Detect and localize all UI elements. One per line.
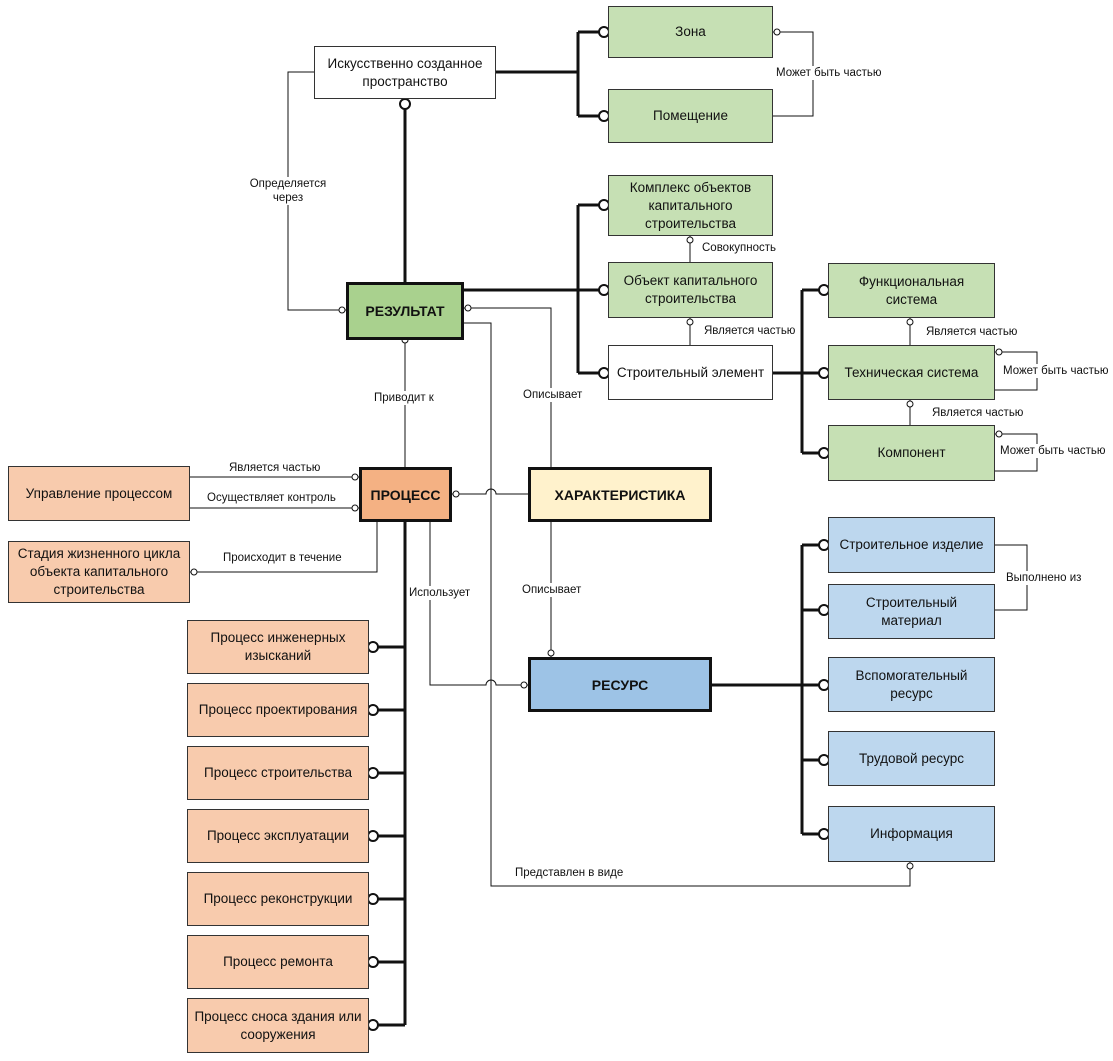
node-kompleks: Комплекс объектов капитального строитель…	[608, 175, 773, 236]
node-trudovoy: Трудовой ресурс	[828, 731, 995, 786]
node-tekh-sistema: Техническая система	[828, 345, 995, 400]
node-iskusstvenno: Искусственно созданное пространство	[314, 46, 496, 99]
label-osushch: Осуществляет контроль	[206, 491, 337, 505]
node-process: ПРОЦЕСС	[359, 467, 452, 522]
label-mozhet-komp: Может быть частью	[999, 444, 1107, 458]
node-funkc-sistema: Функциональная система	[828, 263, 995, 318]
node-resurs: РЕСУРС	[528, 657, 712, 712]
label-ispolzuet: Использует	[408, 586, 472, 600]
label-mozhet-zona: Может быть частью	[775, 66, 883, 80]
node-p-rekonstr: Процесс реконструкции	[187, 872, 369, 926]
node-komponent: Компонент	[828, 425, 995, 481]
node-p-proekt: Процесс проектирования	[187, 683, 369, 737]
label-predstavlen: Представлен в виде	[514, 866, 625, 880]
label-privodit: Приводит к	[373, 391, 435, 405]
node-rezultat: РЕЗУЛЬТАТ	[346, 282, 464, 340]
node-pomeshchenie: Помещение	[608, 89, 773, 143]
node-zona: Зона	[608, 6, 773, 58]
node-p-stroit: Процесс строительства	[187, 746, 369, 800]
node-upravlenie: Управление процессом	[8, 466, 190, 521]
node-p-remont: Процесс ремонта	[187, 935, 369, 989]
label-opisyvaet2: Описывает	[521, 583, 583, 597]
label-mozhet-tekh: Может быть частью	[1002, 364, 1110, 378]
node-material: Строительный материал	[828, 584, 995, 639]
node-p-ekspl: Процесс эксплуатации	[187, 809, 369, 863]
label-sovokupnost: Совокупность	[701, 241, 777, 255]
node-izdelie: Строительное изделие	[828, 517, 995, 573]
node-informaciya: Информация	[828, 806, 995, 862]
node-vspomog: Вспомогательный ресурс	[828, 657, 995, 712]
node-obekt: Объект капитального строительства	[608, 262, 773, 318]
node-stroit-element: Строительный элемент	[608, 345, 773, 400]
label-opredelyaetsya: Определяется через	[244, 177, 332, 205]
label-vypolneno: Выполнено из	[1005, 571, 1083, 585]
label-yavl-tekh: Является частью	[931, 406, 1025, 420]
label-opisyvaet1: Описывает	[522, 388, 584, 402]
node-kharakteristika: ХАРАКТЕРИСТИКА	[528, 467, 712, 522]
label-proiskhodit: Происходит в течение	[222, 551, 343, 565]
label-yavl-funkc: Является частью	[925, 325, 1019, 339]
label-yavl-uprav: Является частью	[228, 461, 322, 475]
node-p-snos: Процесс сноса здания или сооружения	[187, 998, 369, 1053]
node-p-izyskaniy: Процесс инженерных изысканий	[187, 620, 369, 674]
label-yavl-obekt: Является частью	[703, 324, 797, 338]
node-stadiya: Стадия жизненного цикла объекта капиталь…	[8, 541, 190, 603]
